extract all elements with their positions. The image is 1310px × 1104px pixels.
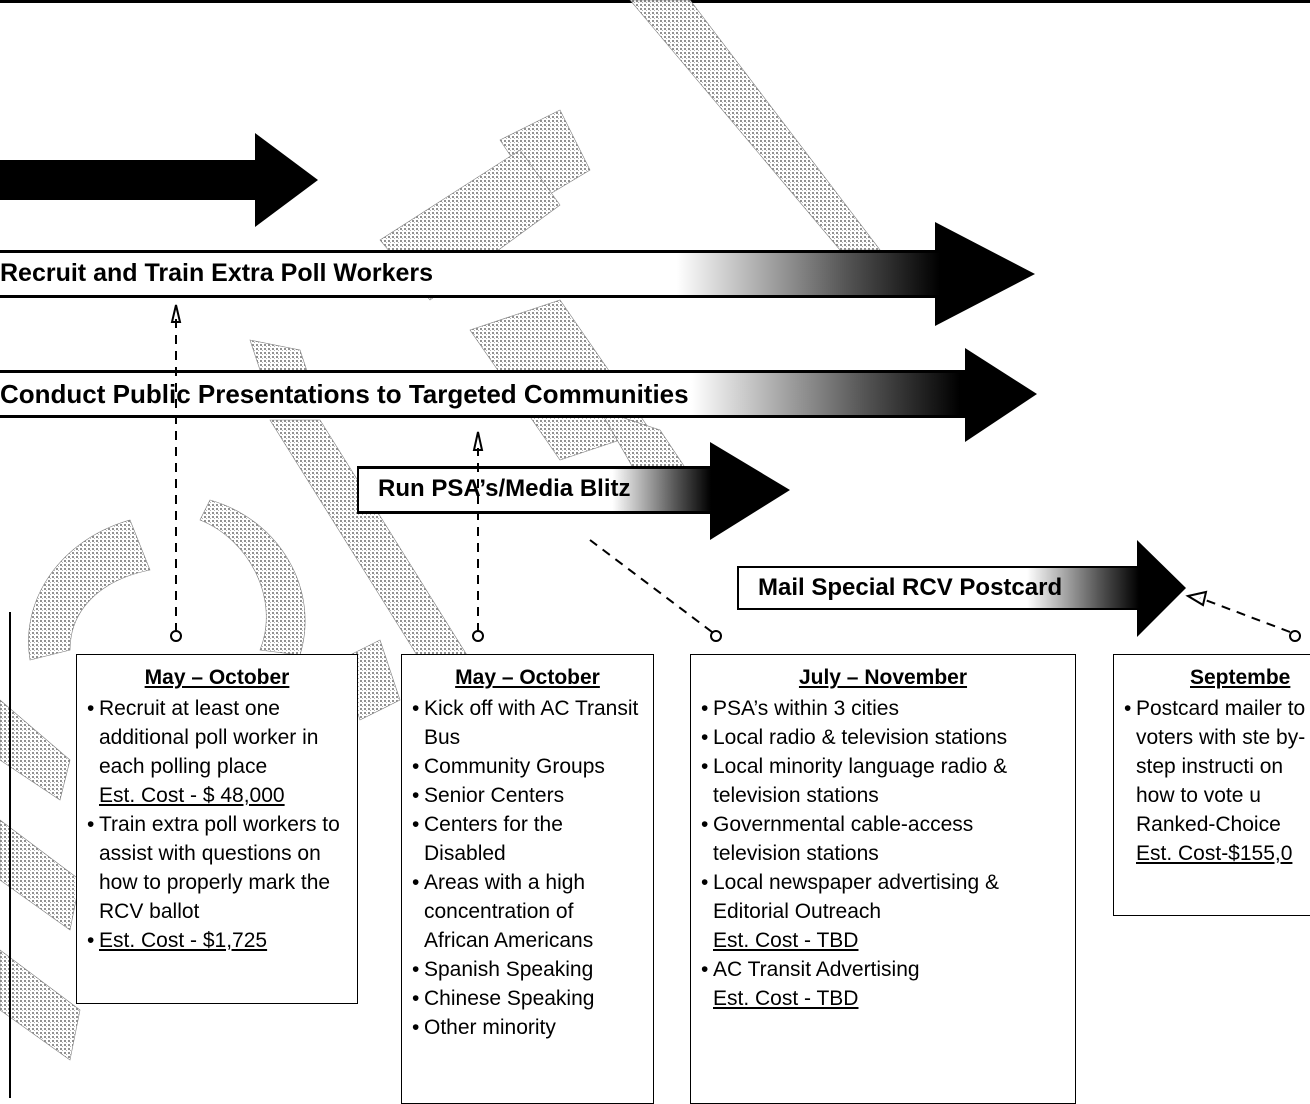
list-item: Governmental cable-access television sta… <box>701 810 1065 868</box>
timeline-box-presentations: May – October Kick off with AC Transit B… <box>401 654 654 1104</box>
box-item-list: Postcard mailer to voters with ste by-st… <box>1124 694 1310 868</box>
connector-dot-4 <box>1289 630 1301 642</box>
box-title: July – November <box>798 666 968 689</box>
item-cost: Est. Cost - TBD <box>713 929 859 952</box>
list-item: Chinese Speaking <box>412 984 643 1013</box>
timeline-box-poll-workers: May – October Recruit at least one addit… <box>76 654 358 1004</box>
list-item: Senior Centers <box>412 781 643 810</box>
arrow-label-psa-media: Run PSA’s/Media Blitz <box>378 475 631 502</box>
timeline-box-media: July – November PSA’s within 3 cities Lo… <box>690 654 1076 1104</box>
arrow-public-presentations <box>0 348 1037 442</box>
item-cost: Est. Cost - TBD <box>713 987 859 1010</box>
arrow-psa-media <box>357 442 790 540</box>
arrow-label-recruit-train: Recruit and Train Extra Poll Workers <box>0 259 434 287</box>
box-item-list: PSA’s within 3 cities Local radio & tele… <box>701 694 1065 1013</box>
item-text: Recruit at least one additional poll wor… <box>99 697 319 778</box>
list-item: Kick off with AC Transit Bus <box>412 694 643 752</box>
item-text: Chinese Speaking <box>424 987 595 1010</box>
box-title: Septembe <box>1190 666 1291 689</box>
box-title: May – October <box>144 666 290 689</box>
item-text: Governmental cable-access television sta… <box>713 813 974 865</box>
list-item: Train extra poll workers to assist with … <box>87 810 347 926</box>
connector-dot-1 <box>170 630 182 642</box>
list-item: Recruit at least one additional poll wor… <box>87 694 347 810</box>
item-cost: Est. Cost-$155,0 <box>1136 842 1293 865</box>
box-item-list: Recruit at least one additional poll wor… <box>87 694 347 955</box>
connector-arrowhead-2 <box>472 431 484 451</box>
item-text: Community Groups <box>424 755 605 778</box>
arrow-recruit-train <box>0 222 1035 326</box>
item-text: Kick off with AC Transit Bus <box>424 697 639 749</box>
list-item: Est. Cost - $1,725 <box>87 926 347 955</box>
list-item: PSA’s within 3 cities <box>701 694 1065 723</box>
item-text: Local radio & television stations <box>713 726 1008 749</box>
connector-arrowhead-4 <box>1185 590 1208 607</box>
list-item: Postcard mailer to voters with ste by-st… <box>1124 694 1310 868</box>
item-text: Postcard mailer to voters with ste by-st… <box>1136 697 1306 836</box>
box-item-list: Kick off with AC Transit Bus Community G… <box>412 694 643 1042</box>
list-item: Local newspaper advertising & Editorial … <box>701 868 1065 955</box>
arrow-label-rcv-postcard: Mail Special RCV Postcard <box>758 574 1063 601</box>
arrow-procedures <box>0 133 318 227</box>
box-title: May – October <box>455 666 600 689</box>
list-item: Areas with a high concentration of Afric… <box>412 868 643 955</box>
item-text: Areas with a high concentration of Afric… <box>424 871 594 952</box>
arrow-label-public-presentations: Conduct Public Presentations to Targeted… <box>0 379 689 409</box>
connector-arrowhead-1 <box>170 304 182 323</box>
list-item: Other minority <box>412 1013 643 1042</box>
item-text: Local newspaper advertising & Editorial … <box>713 871 1000 923</box>
list-item: Centers for the Disabled <box>412 810 643 868</box>
arrow-label-procedures: s and Procedures <box>0 163 202 190</box>
item-text: Senior Centers <box>424 784 565 807</box>
list-item: Local radio & television stations <box>701 723 1065 752</box>
item-cost: Est. Cost - $ 48,000 <box>99 784 285 807</box>
connector-dot-3 <box>710 630 722 642</box>
connector-line-4 <box>1199 597 1291 633</box>
item-text: PSA’s within 3 cities <box>713 697 899 720</box>
item-text: Train extra poll workers to assist with … <box>99 813 340 923</box>
connector-line-3 <box>589 539 713 633</box>
connector-dot-2 <box>472 630 484 642</box>
list-item: AC Transit Advertising Est. Cost - TBD <box>701 955 1065 1013</box>
item-text: Centers for the Disabled <box>424 813 563 865</box>
list-item: Spanish Speaking <box>412 955 643 984</box>
item-text: Other minority <box>424 1016 556 1039</box>
list-item: Local minority language radio & televisi… <box>701 752 1065 810</box>
item-text: Spanish Speaking <box>424 958 594 981</box>
item-text: AC Transit Advertising <box>713 958 920 981</box>
list-item: Community Groups <box>412 752 643 781</box>
arrow-rcv-postcard <box>737 540 1186 637</box>
item-cost: Est. Cost - $1,725 <box>99 929 268 952</box>
timeline-box-postcard: Septembe Postcard mailer to voters with … <box>1113 654 1310 916</box>
item-text: Local minority language radio & televisi… <box>713 755 1008 807</box>
